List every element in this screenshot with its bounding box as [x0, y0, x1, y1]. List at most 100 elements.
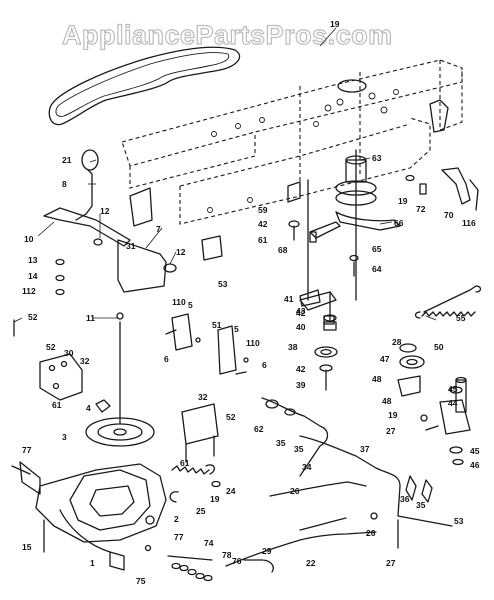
- callout-32a: 32: [80, 356, 90, 366]
- callout-36: 36: [400, 494, 410, 504]
- callout-29: 29: [262, 546, 272, 556]
- callout-31: 31: [126, 241, 136, 251]
- callout-40: 40: [296, 322, 306, 332]
- callout-77b: 77: [174, 532, 184, 542]
- callout-7: 7: [156, 224, 161, 234]
- callout-4: 4: [86, 403, 91, 413]
- small-hardware: [299, 167, 479, 325]
- callout-35b: 35: [294, 444, 304, 454]
- transmission-pulley: [85, 321, 155, 447]
- callout-15: 15: [22, 542, 32, 552]
- callout-110a: 110: [172, 297, 186, 307]
- callout-75: 75: [136, 576, 146, 586]
- watermark: AppliancePartsPros.com: [62, 20, 393, 50]
- callout-46: 46: [470, 460, 480, 470]
- callout-53a: 53: [218, 279, 228, 289]
- callout-52b: 52: [46, 342, 56, 352]
- callout-76: 76: [232, 556, 242, 566]
- callout-116: 116: [462, 218, 476, 228]
- callout-45b: 45: [470, 446, 480, 456]
- callout-47: 47: [380, 354, 390, 364]
- callout-70: 70: [444, 210, 454, 220]
- callout-35a: 35: [276, 438, 286, 448]
- callout-43: 43: [296, 306, 306, 316]
- callout-42a: 42: [258, 219, 268, 229]
- callout-24: 24: [226, 486, 236, 496]
- callout-61a: 61: [52, 400, 62, 410]
- callout-53b: 53: [454, 516, 464, 526]
- callout-21: 21: [62, 155, 72, 165]
- callout-19d: 19: [388, 410, 398, 420]
- callout-38: 38: [288, 342, 298, 352]
- pivot-bracket-assembly: [397, 343, 471, 466]
- callout-37: 37: [360, 444, 370, 454]
- callout-5a: 5: [188, 300, 193, 310]
- leader-lines: [13, 27, 437, 323]
- callout-5b: 5: [234, 324, 239, 334]
- callout-64: 64: [372, 264, 382, 274]
- callout-19b: 19: [210, 494, 220, 504]
- callout-8: 8: [62, 179, 67, 189]
- left-mounting-bracket: [13, 319, 83, 401]
- callout-27b: 27: [386, 558, 396, 568]
- clutch-lever: [43, 149, 223, 320]
- callout-48a: 48: [372, 374, 382, 384]
- callout-35c: 35: [416, 500, 426, 510]
- callout-28: 28: [392, 337, 402, 347]
- callout-52c: 52: [226, 412, 236, 422]
- idler-pulley-assembly: [287, 149, 401, 301]
- extension-spring: [414, 285, 482, 319]
- callout-65: 65: [372, 244, 382, 254]
- callout-6b: 6: [262, 360, 267, 370]
- callout-77a: 77: [22, 445, 32, 455]
- callout-12a: 12: [100, 206, 110, 216]
- callout-42b: 42: [296, 308, 306, 318]
- callout-66: 66: [394, 218, 404, 228]
- callout-74: 74: [204, 538, 214, 548]
- callout-6a: 6: [164, 354, 169, 364]
- callout-78: 78: [222, 550, 232, 560]
- callout-labels: 19 21 8 10 12 31 7 12 53 13 14 112 11 52…: [22, 19, 480, 586]
- callout-22: 22: [306, 558, 316, 568]
- callout-10: 10: [24, 234, 34, 244]
- washer-stack: [167, 555, 213, 582]
- callout-61c: 61: [258, 235, 268, 245]
- callout-19c: 19: [398, 196, 408, 206]
- center-brackets: [165, 313, 249, 463]
- callout-45a: 45: [448, 384, 458, 394]
- callout-51: 51: [212, 320, 222, 330]
- callout-110b: 110: [246, 338, 260, 348]
- callout-48b: 48: [382, 396, 392, 406]
- callout-26b: 26: [366, 528, 376, 538]
- callout-19a: 19: [330, 19, 340, 29]
- callout-41: 41: [284, 294, 294, 304]
- linkage-rods: [225, 397, 453, 573]
- callout-44: 44: [448, 398, 458, 408]
- callout-13: 13: [28, 255, 38, 265]
- callout-61b: 61: [180, 458, 190, 468]
- callout-32b: 32: [198, 392, 208, 402]
- callout-27a: 27: [386, 426, 396, 436]
- callout-42c: 42: [296, 364, 306, 374]
- callout-34: 34: [302, 462, 312, 472]
- callout-50: 50: [434, 342, 444, 352]
- callout-3: 3: [62, 432, 67, 442]
- callout-1: 1: [90, 558, 95, 568]
- callout-62: 62: [254, 424, 264, 434]
- callout-68: 68: [278, 245, 288, 255]
- callout-52a: 52: [28, 312, 38, 322]
- callout-30: 30: [64, 348, 74, 358]
- callout-26a: 26: [290, 486, 300, 496]
- callout-2: 2: [174, 514, 179, 524]
- callout-39: 39: [296, 380, 306, 390]
- drive-belt: [48, 46, 241, 126]
- callout-72: 72: [416, 204, 426, 214]
- callout-25: 25: [196, 506, 206, 516]
- callout-55: 55: [456, 313, 466, 323]
- callout-12b: 12: [176, 247, 186, 257]
- callout-59: 59: [258, 205, 268, 215]
- callout-112: 112: [22, 286, 36, 296]
- brake-spring: [169, 464, 221, 503]
- transaxle: [11, 461, 167, 571]
